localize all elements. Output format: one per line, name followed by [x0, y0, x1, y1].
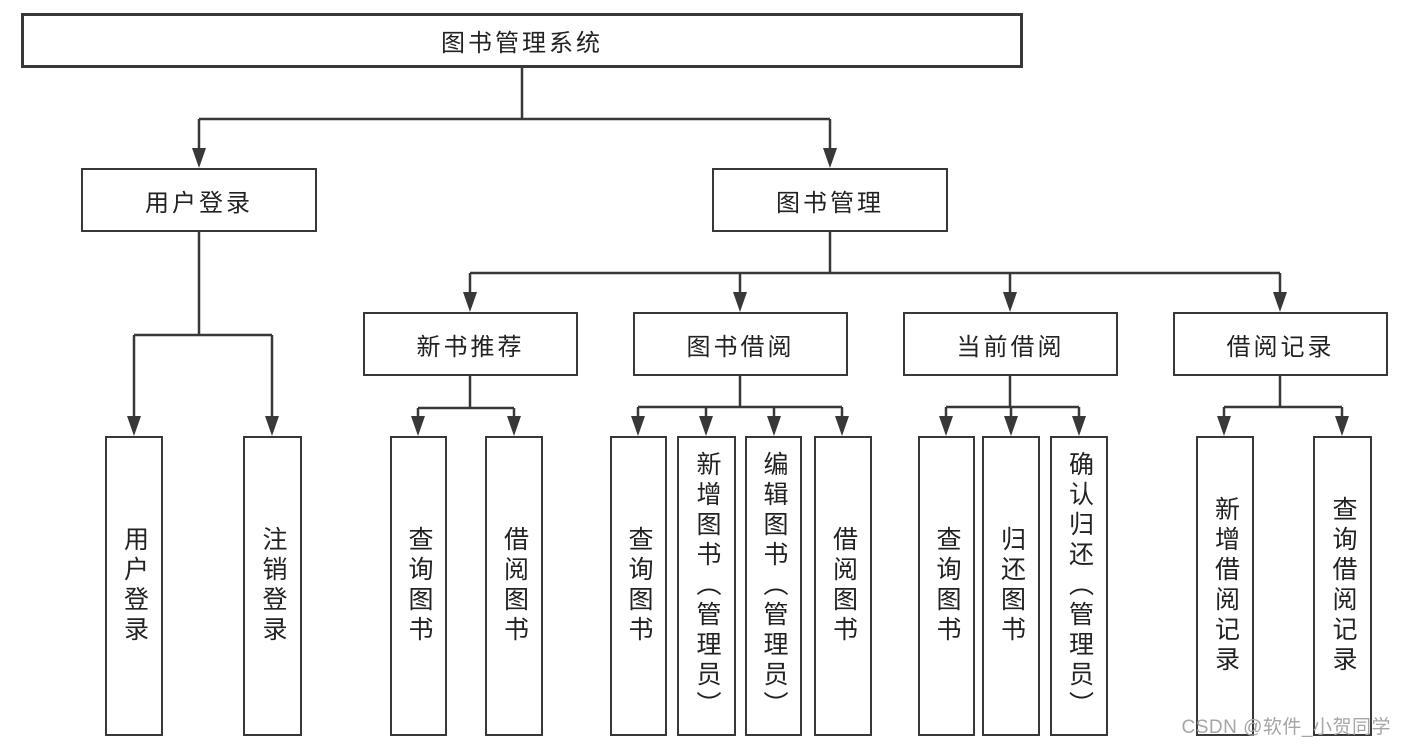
leaf-return-book-label: 归还图书 [997, 526, 1026, 646]
leaf-user-login: 用户登录 [105, 436, 163, 736]
leaf-query-book-3-label: 查询图书 [933, 526, 961, 646]
leaf-logout-label: 注销登录 [259, 526, 287, 646]
leaf-borrow-book-2: 借阅图书 [814, 436, 872, 736]
leaf-borrow-book-1-label: 借阅图书 [500, 526, 529, 646]
leaf-add-borrow-record-label: 新增借阅记录 [1211, 496, 1240, 676]
leaf-query-book-1: 查询图书 [390, 436, 447, 736]
leaf-user-login-label: 用户登录 [120, 526, 149, 646]
leaf-confirm-return-admin: 确认归还（管理员） [1050, 436, 1108, 736]
node-book-management: 图书管理 [712, 168, 948, 232]
node-root: 图书管理系统 [21, 13, 1023, 68]
leaf-query-book-2-label: 查询图书 [625, 526, 653, 646]
leaf-borrow-book-2-label: 借阅图书 [829, 526, 858, 646]
leaf-return-book: 归还图书 [982, 436, 1040, 736]
arrowheads [127, 148, 1349, 436]
leaf-query-book-1-label: 查询图书 [405, 526, 433, 646]
node-book-borrow: 图书借阅 [633, 312, 848, 376]
leaf-add-book-admin-label: 新增图书（管理员） [693, 451, 721, 721]
leaf-edit-book-admin-label: 编辑图书（管理员） [760, 451, 788, 721]
leaf-borrow-book-1: 借阅图书 [485, 436, 543, 736]
leaf-logout: 注销登录 [243, 436, 302, 736]
leaf-query-borrow-record-label: 查询借阅记录 [1329, 496, 1357, 676]
csdn-watermark: CSDN @软件_小贺同学 [1181, 717, 1391, 738]
node-new-book-recommend: 新书推荐 [363, 312, 578, 376]
leaf-query-book-3: 查询图书 [918, 436, 975, 736]
leaf-edit-book-admin: 编辑图书（管理员） [745, 436, 802, 736]
leaf-query-borrow-record: 查询借阅记录 [1313, 436, 1372, 736]
leaf-add-borrow-record: 新增借阅记录 [1196, 436, 1254, 736]
node-user-login: 用户登录 [81, 168, 317, 232]
leaf-query-book-2: 查询图书 [610, 436, 667, 736]
leaf-add-book-admin: 新增图书（管理员） [677, 436, 736, 736]
leaf-confirm-return-admin-label: 确认归还（管理员） [1065, 451, 1094, 721]
node-current-borrow: 当前借阅 [903, 312, 1118, 376]
node-borrow-records: 借阅记录 [1173, 312, 1388, 376]
